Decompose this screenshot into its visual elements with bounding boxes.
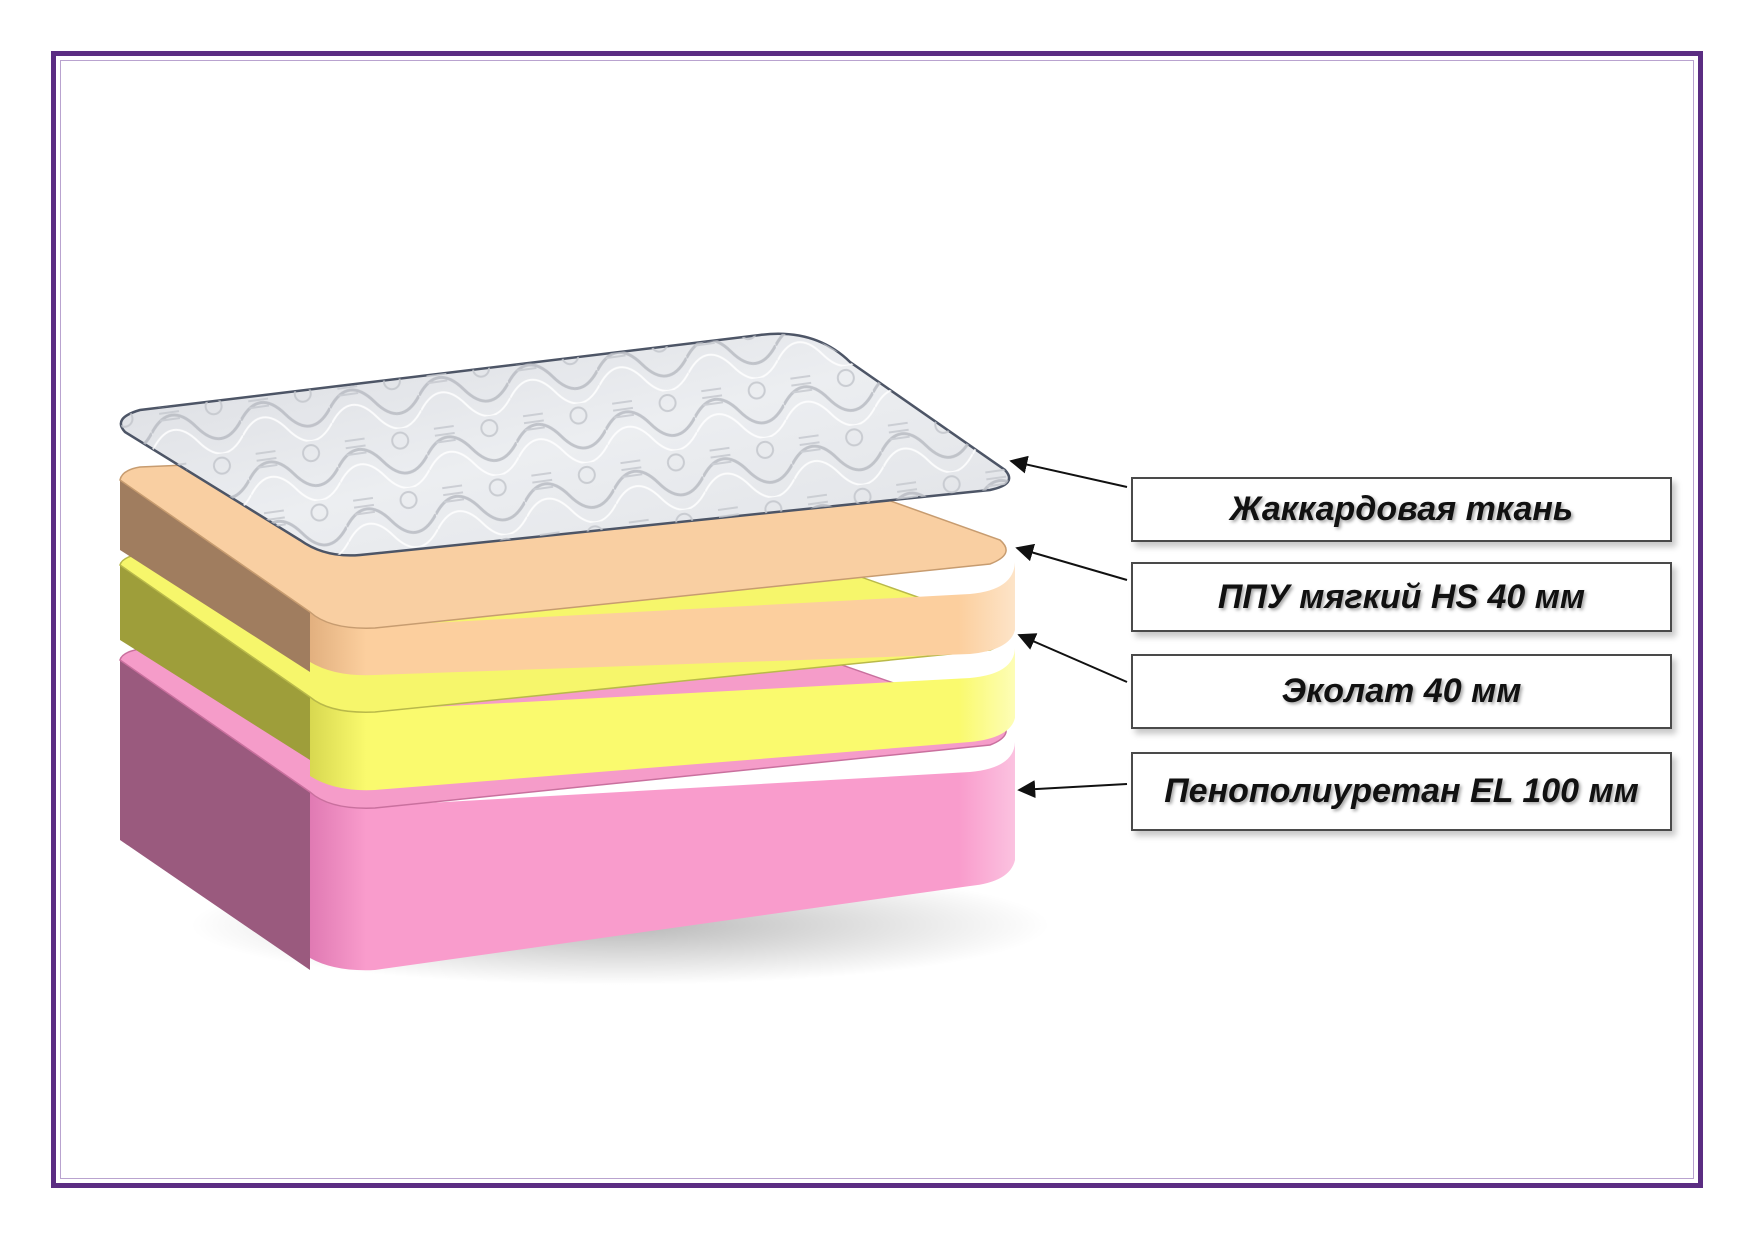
arrow-el-foam	[1017, 780, 1128, 799]
layer-jacquard-fabric	[119, 332, 1011, 557]
hs-foam-left-side	[120, 480, 310, 672]
label-hs-foam: ППУ мягкий HS 40 мм	[1131, 562, 1672, 632]
label-jacquard-fabric: Жаккардовая ткань	[1131, 477, 1672, 542]
label-el-foam: Пенополиуретан EL 100 мм	[1131, 752, 1672, 831]
label-ecolat: Эколат 40 мм	[1131, 654, 1672, 729]
hs-foam-front-side	[310, 562, 1015, 676]
label-ecolat-text: Эколат 40 мм	[1281, 672, 1522, 710]
ecolat-left-side	[120, 565, 310, 760]
arrow-ecolat	[1017, 633, 1128, 683]
arrow-jacquard	[1009, 455, 1128, 488]
arrow-hs-foam	[1015, 543, 1128, 581]
label-hs-foam-text: ППУ мягкий HS 40 мм	[1217, 577, 1586, 616]
ecolat-front-side	[310, 648, 1015, 791]
label-el-foam-text: Пенополиуретан EL 100 мм	[1164, 772, 1639, 810]
el-foam-left-side	[120, 660, 310, 970]
label-jacquard-fabric-text: Жаккардовая ткань	[1229, 490, 1574, 528]
fabric-quilt-pattern	[120, 333, 1010, 556]
el-foam-front-side	[310, 742, 1015, 971]
